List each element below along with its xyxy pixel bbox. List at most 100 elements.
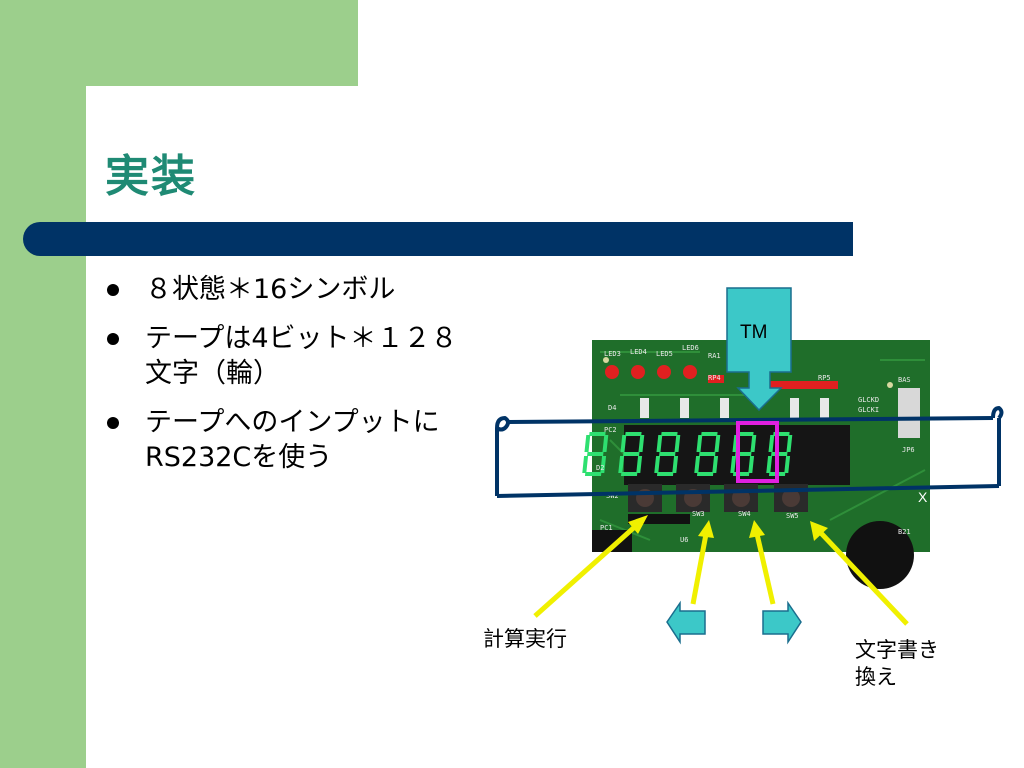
- silk-label: SW3: [692, 510, 705, 518]
- silk-label: U6: [680, 536, 688, 544]
- digit-segment: [623, 452, 640, 456]
- digit-segment: [737, 432, 754, 436]
- silk-label: D4: [608, 404, 616, 412]
- button-pointer-arrows: [533, 515, 909, 626]
- digit-segment: [712, 456, 719, 473]
- slide-title: 実装: [105, 151, 197, 202]
- bullet-item: ８状態＊16シンボル: [105, 272, 485, 307]
- move-right-pointer-line: [754, 533, 776, 605]
- digit-segment: [750, 435, 757, 452]
- title-divider-band: [23, 222, 853, 256]
- head-position-highlight: [736, 421, 779, 483]
- tm-label: TM: [740, 322, 767, 343]
- digit-segment: [714, 435, 721, 452]
- silk-label: GLCKD: [858, 396, 879, 404]
- silk-label: PC1: [600, 524, 613, 532]
- bullet-dot: [107, 333, 119, 345]
- move-left-arrow-icon: [666, 600, 706, 645]
- execute-callout-label: 計算実行: [483, 627, 567, 651]
- tape-top-edge: [506, 416, 994, 424]
- digit-segment: [748, 456, 755, 473]
- digit-segment: [766, 456, 773, 473]
- display-digits: [582, 432, 793, 476]
- rewrite-pointer-line: [818, 530, 909, 626]
- seven-segment-digit: [618, 432, 645, 476]
- red-led: [657, 365, 671, 379]
- move-left-pointer-line: [690, 533, 709, 605]
- digit-segment: [654, 456, 661, 473]
- left-sidebar: [0, 0, 86, 768]
- digit-segment: [656, 435, 663, 452]
- tape-scroll-outline: [495, 406, 1004, 498]
- digit-segment: [786, 435, 793, 452]
- digit-segment: [672, 456, 679, 473]
- buzzer: [846, 521, 914, 589]
- digit-segment: [589, 432, 606, 436]
- silk-label: D2: [596, 464, 604, 472]
- arrowhead-icon: [698, 520, 714, 538]
- led-row: [605, 365, 697, 379]
- content-panel: [86, 0, 1024, 768]
- digit-segment: [784, 456, 791, 473]
- digit-segment: [694, 456, 701, 473]
- digit-segment: [771, 452, 788, 456]
- tape-bottom-edge: [496, 484, 1000, 498]
- tape-end-label: X: [918, 489, 928, 505]
- silk-label: RP5: [818, 374, 831, 382]
- silk-label: GLCKI: [858, 406, 879, 414]
- silk-label: SW5: [786, 512, 799, 520]
- bullet-text: ８状態＊16シンボル: [145, 274, 396, 305]
- button-cap: [732, 489, 750, 507]
- red-led: [683, 365, 697, 379]
- bullet-item: テープは4ビット＊１２８ 文字（輪）: [105, 321, 485, 391]
- digit-segment: [659, 452, 676, 456]
- digit-segment: [600, 456, 607, 473]
- digit-segment: [656, 472, 674, 476]
- seven-segment-digit: [694, 432, 721, 476]
- silk-label: SW2: [606, 492, 619, 500]
- digit-segment: [768, 435, 775, 452]
- rewrite-callout-label: 文字書き 換え: [855, 638, 939, 689]
- silk-label: SW4: [738, 510, 751, 518]
- seven-segment-digit: [766, 432, 793, 476]
- silk-label: LED6: [682, 344, 699, 352]
- arrowhead-icon: [628, 515, 648, 534]
- digit-segment: [661, 432, 678, 436]
- digit-segment: [636, 456, 643, 473]
- silk-label: LED3: [604, 350, 621, 358]
- bullet-text: テープへのインプットに RS232Cを使う: [145, 407, 440, 473]
- digit-segment: [587, 452, 604, 456]
- silk-label: RP4: [708, 374, 721, 382]
- digit-segment: [602, 435, 609, 452]
- silk-label: PC2: [604, 426, 617, 434]
- bullet-dot: [107, 284, 119, 296]
- tape-left-curl: [495, 416, 510, 432]
- digit-segment: [584, 472, 602, 476]
- digit-segment: [696, 472, 714, 476]
- board-via: [603, 357, 609, 363]
- bullet-text: テープは4ビット＊１２８ 文字（輪）: [145, 323, 458, 389]
- connector-header: [628, 514, 690, 524]
- silk-label: BAS: [898, 376, 911, 384]
- execute-pointer-line: [533, 522, 640, 618]
- digit-segment: [699, 452, 716, 456]
- resistor: [680, 398, 689, 418]
- digit-segment: [620, 435, 627, 452]
- silk-label: RA1: [708, 352, 721, 360]
- digit-segment: [732, 472, 750, 476]
- resistor-row: [640, 398, 829, 418]
- digit-segment: [620, 472, 638, 476]
- silk-label: JP6: [902, 446, 915, 454]
- tm-head-callout: TM: [726, 287, 792, 412]
- jumper-pins: [898, 388, 920, 438]
- red-led: [631, 365, 645, 379]
- bullet-item: テープへのインプットに RS232Cを使う: [105, 405, 485, 475]
- tape-right-curl: [991, 406, 1004, 420]
- resistor-red: [708, 375, 724, 383]
- resistor: [720, 398, 729, 418]
- arrowhead-icon: [810, 521, 828, 541]
- digit-segment: [696, 435, 703, 452]
- digit-segment: [638, 435, 645, 452]
